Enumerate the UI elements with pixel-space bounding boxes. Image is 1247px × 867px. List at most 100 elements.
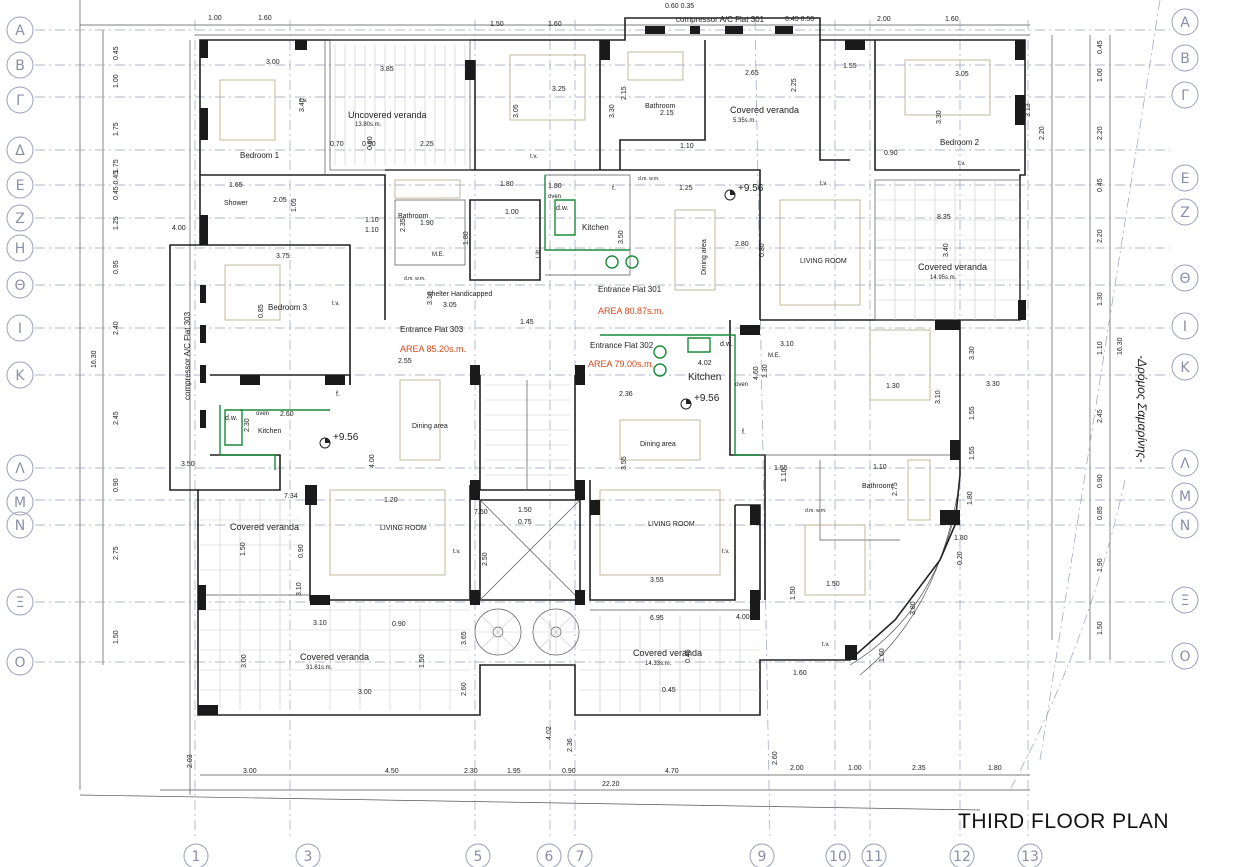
- dim-text: 1.20: [384, 497, 398, 504]
- svg-text:12: 12: [953, 849, 971, 865]
- dim-text: 16.30: [1117, 337, 1124, 355]
- dim-text: 3.05: [443, 302, 457, 309]
- dim-text: 2.00: [790, 765, 804, 772]
- dw-label-3: d.w.: [720, 341, 733, 348]
- svg-text:Λ: Λ: [15, 461, 25, 477]
- street-edge: [1009, 479, 1126, 791]
- dim-text: 0.45 0.45: [113, 171, 120, 200]
- dining-303-label: Dining area: [412, 423, 448, 430]
- dim-text: 0.90: [392, 621, 406, 628]
- dim-text: 1.50: [826, 581, 840, 588]
- room-labels: Bedroom 1 Bedroom 2 Bedroom 3 Uncovered …: [224, 98, 987, 671]
- dim-text: 6.95: [650, 615, 664, 622]
- dim-text: 3.30: [609, 104, 616, 118]
- covered-veranda-bottom-left-area: 31.61s.m.: [306, 665, 333, 671]
- uncovered-veranda-area: 13.80s.m.: [355, 122, 382, 128]
- dim-text: 1.55: [969, 446, 976, 460]
- axis-bubble: B: [6, 51, 34, 79]
- central-stair: [485, 380, 570, 490]
- axis-bubble: Z: [6, 204, 34, 232]
- lift-label: Lift: [536, 250, 542, 258]
- dim-text: 1.80: [463, 231, 470, 245]
- dim-text: 1.50: [790, 586, 797, 600]
- furniture: [219, 51, 991, 596]
- right-veranda-tiles: [874, 179, 1021, 321]
- tv-label-7: t.v.: [722, 549, 730, 555]
- dim-text: 3.85: [380, 66, 394, 73]
- dim-text: 2.55: [398, 358, 412, 365]
- dim-text-total: 22.20: [602, 781, 620, 788]
- dim-text: 3.05: [513, 104, 520, 118]
- level-303: +9.56: [333, 432, 359, 443]
- dim-text: 2.36: [619, 391, 633, 398]
- svg-text:A: A: [1180, 15, 1190, 31]
- dim-text: 3.25: [552, 86, 566, 93]
- dim-text: 4.02: [546, 726, 553, 740]
- dim-text: 3.10: [427, 291, 434, 305]
- dim-text: 0.75: [518, 519, 532, 526]
- svg-text:A: A: [15, 23, 25, 39]
- dim-text: 2.15: [660, 110, 674, 117]
- dim-text: 0.60 0.35: [665, 3, 694, 10]
- axis-bubble: M: [6, 488, 34, 516]
- flat-303-area: AREA 85.20s.m.: [400, 344, 466, 354]
- dim-text: 1.30: [886, 383, 900, 390]
- dim-text: 1.60: [945, 16, 959, 23]
- dim-text: 1.30: [762, 364, 769, 378]
- dim-text: 0.90: [884, 150, 898, 157]
- dining-301-label: Dining area: [701, 239, 708, 275]
- axis-bubble: 13: [1017, 843, 1043, 867]
- dim-text: 1.10: [1097, 341, 1104, 355]
- dim-text: 0.90: [1097, 474, 1104, 488]
- svg-text:N: N: [15, 518, 25, 534]
- dim-text: 0.90: [362, 141, 376, 148]
- axis-bubble: B: [1171, 44, 1199, 72]
- dim-text: 4.70: [665, 768, 679, 775]
- bedroom-2-label: Bedroom 2: [940, 138, 980, 147]
- dim-text: 2.35: [400, 218, 407, 232]
- axis-bubble: E: [1171, 164, 1199, 192]
- dim-text: 1.65: [229, 182, 243, 189]
- svg-text:O: O: [1179, 649, 1190, 665]
- bedroom-1-label: Bedroom 1: [240, 151, 280, 160]
- dim-text: 0.45: [662, 687, 676, 694]
- dim-text: 2.60: [280, 411, 294, 418]
- dim-text: 2.60: [461, 682, 468, 696]
- dim-text: 1.75: [113, 159, 120, 173]
- dim-text: 1.80: [548, 183, 562, 190]
- dim-text: 1.00: [848, 765, 862, 772]
- dining-302-label: Dining area: [640, 441, 676, 448]
- dim-text: 3.55: [650, 577, 664, 584]
- bottom-left-veranda-tiles: [200, 500, 470, 710]
- dim-text: 2.75: [113, 546, 120, 560]
- dim-text: 2.20: [1097, 229, 1104, 243]
- svg-text:M: M: [14, 495, 26, 511]
- covered-veranda-left-label: Covered veranda: [230, 522, 299, 532]
- oven-label-1: oven: [548, 194, 561, 200]
- dm-wm-label-2: d.m. w.m.: [638, 176, 659, 182]
- svg-text:B: B: [15, 58, 25, 74]
- dim-text: 1.90: [420, 220, 434, 227]
- dim-text: 1.80: [967, 491, 974, 505]
- svg-text:6: 6: [545, 849, 554, 865]
- dim-text: 3.00: [241, 654, 248, 668]
- dim-text: 1.90: [1097, 558, 1104, 572]
- dim-text: 3.10: [296, 582, 303, 596]
- axis-bubble: N: [1171, 511, 1199, 539]
- svg-text:Λ: Λ: [1180, 456, 1190, 472]
- dim-text: 2.50: [482, 552, 489, 566]
- dw-label-2: d.w.: [225, 415, 238, 422]
- svg-text:Γ: Γ: [1181, 88, 1189, 104]
- tv-label-1: t.v.: [300, 98, 308, 104]
- axis-bubble: 1: [183, 843, 209, 867]
- level-markers: +9.56 +9.56 +9.56: [319, 183, 764, 449]
- compressor-flat-301-label: compressor A/C Flat 301: [676, 15, 765, 24]
- kitchen-303-label: Kitchen: [258, 428, 281, 435]
- axis-bubble: N: [6, 511, 34, 539]
- dim-text: 0.45: [685, 649, 692, 663]
- bathroom-right-label: Bathroom: [862, 483, 893, 490]
- svg-text:Ξ: Ξ: [16, 595, 25, 611]
- dim-text: 0.45: [113, 46, 120, 60]
- dim-text: 3.80: [910, 601, 917, 615]
